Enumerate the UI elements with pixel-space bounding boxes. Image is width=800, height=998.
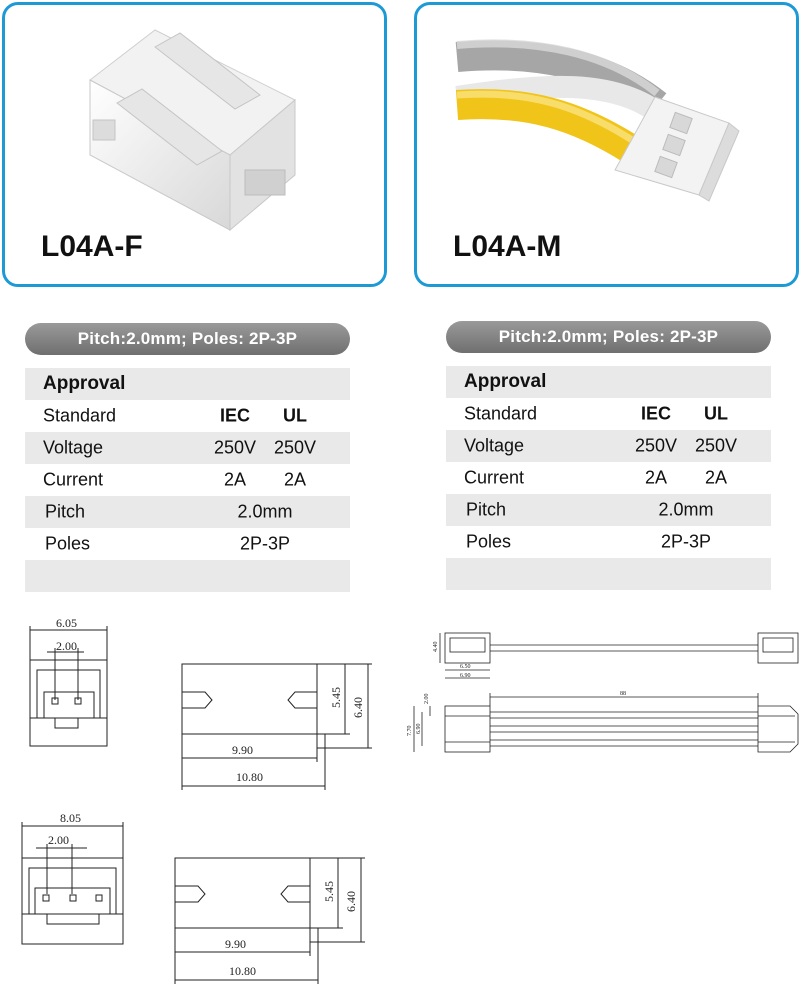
standard-row: Standard IEC UL — [43, 405, 307, 426]
voltage-row: Voltage 250V 250V — [446, 430, 771, 462]
spec-pill-left: Pitch:2.0mm; Poles: 2P-3P — [25, 323, 350, 355]
poles-row: Poles 2P-3P — [45, 533, 291, 554]
voltage-row: Voltage 250V 250V — [25, 432, 350, 464]
dim-w1: 9.90 — [225, 937, 246, 951]
dim-w1: 9.90 — [232, 743, 253, 757]
current-row: Current 2A 2A — [43, 469, 307, 490]
front-view-2p: 6.05 2.00 — [29, 616, 108, 747]
dim-pitch: 2.00 — [56, 639, 77, 653]
dim-h2: 6.90 — [416, 724, 422, 735]
dim-h2: 6.40 — [351, 697, 365, 718]
current-row: Current 2A 2A — [464, 467, 728, 488]
dim-width: 6.05 — [56, 616, 77, 630]
dim-w1: 6.50 — [460, 664, 471, 670]
pitch-row: Pitch 2.0mm — [446, 494, 771, 526]
product-card-l04a-m: L04A-M — [414, 2, 799, 287]
poles-row: Poles 2P-3P — [466, 531, 712, 552]
approval-row: Approval — [25, 368, 350, 400]
spec-pill-right: Pitch:2.0mm; Poles: 2P-3P — [446, 321, 771, 353]
product-title: L04A-M — [453, 230, 562, 263]
side-view-bottom: 5.45 6.40 9.90 10.80 — [174, 857, 365, 984]
dim-w2: 10.80 — [229, 964, 256, 978]
housing-photo — [89, 29, 296, 232]
dim-len: 88 — [620, 691, 626, 697]
spec-table-left: Approval Standard IEC UL Voltage 250V 25… — [25, 368, 350, 592]
empty-row — [446, 558, 771, 590]
side-view-top: 5.45 6.40 9.90 10.80 — [181, 663, 372, 790]
dim-h1: 5.45 — [329, 687, 343, 708]
product-title: L04A-F — [41, 230, 143, 263]
pitch-row: Pitch 2.0mm — [25, 496, 350, 528]
standard-row: Standard IEC UL — [464, 403, 728, 424]
dim-h1: 5.45 — [322, 881, 336, 902]
dim-h: 4.40 — [433, 642, 439, 653]
cable-photo — [455, 39, 740, 202]
spec-table-right: Approval Standard IEC UL Voltage 250V 25… — [446, 366, 771, 590]
dim-h1: 7.70 — [407, 726, 413, 737]
cable-top-view: 4.40 6.50 6.90 — [433, 632, 799, 679]
approval-row: Approval — [446, 366, 771, 398]
product-card-l04a-f: L04A-F — [2, 2, 387, 287]
dim-width: 8.05 — [60, 811, 81, 825]
dim-w2: 6.90 — [460, 673, 471, 679]
dim-h3: 2.00 — [424, 694, 430, 705]
dim-pitch: 2.00 — [48, 833, 69, 847]
dim-h2: 6.40 — [344, 891, 358, 912]
front-view-3p: 8.05 2.00 — [21, 811, 124, 945]
empty-row — [25, 560, 350, 592]
cable-side-view: 7.70 6.90 2.00 88 — [407, 691, 799, 753]
dim-w2: 10.80 — [236, 770, 263, 784]
